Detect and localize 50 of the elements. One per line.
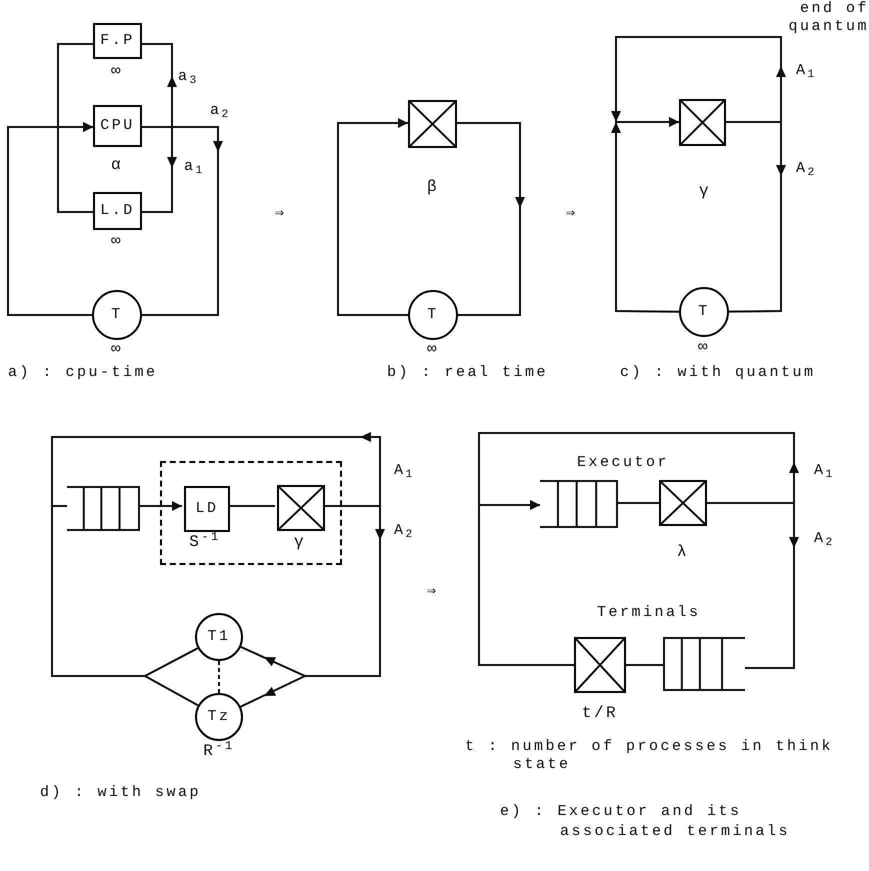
node-caption: λ [676, 543, 690, 561]
node-label: LD [195, 498, 218, 519]
queue-drawing [540, 480, 618, 528]
note-text: end of quantum [787, 0, 869, 36]
edge-label: A$_{1}$ [796, 62, 817, 80]
node-label: Tz [207, 706, 230, 727]
node-caption: ∞ [110, 340, 124, 358]
server-box [277, 485, 325, 531]
edge-label: A$_{1}$ [814, 462, 835, 480]
process-box [184, 486, 230, 532]
node-label: T [111, 304, 123, 325]
node-caption: ∞ [698, 338, 710, 356]
node-caption: ∞ [110, 62, 124, 80]
caption: a) : cpu-time [8, 363, 158, 383]
node-label: T1 [207, 626, 230, 647]
group-title: Executor [577, 453, 670, 473]
transition-arrow: ⇒ [566, 204, 578, 224]
node-label: L.D [100, 200, 135, 221]
node-caption: t/R [582, 704, 618, 722]
node-caption: α [110, 156, 124, 174]
server-box [408, 100, 457, 148]
node-label: T [427, 304, 439, 325]
queue-drawing [67, 486, 140, 531]
node-label: T [698, 302, 710, 322]
server-box [659, 480, 707, 526]
node-caption: γ [698, 182, 712, 200]
node-label: F.P [100, 30, 135, 51]
node-caption: ∞ [426, 340, 440, 358]
edge-label: A$_{1}$ [394, 462, 415, 480]
caption: e) : Executor and its associated terminals [500, 802, 792, 842]
process-box [93, 192, 142, 230]
queue-drawing [663, 637, 745, 691]
node-caption: β [426, 178, 440, 196]
process-box [93, 23, 142, 59]
process-box [93, 105, 142, 147]
caption: d) : with swap [40, 783, 202, 803]
node-caption: R$^{-1}$ [203, 742, 235, 760]
transition-arrow: ⇒ [427, 582, 439, 602]
node-label: CPU [100, 116, 135, 136]
group-title: Terminals [597, 603, 701, 623]
node-caption: ∞ [110, 232, 124, 250]
node-caption: S$^{-1}$ [189, 533, 221, 551]
transition-arrow: ⇒ [275, 204, 287, 224]
caption: b) : real time [387, 363, 548, 383]
caption: c) : with quantum [620, 363, 816, 383]
server-box [574, 637, 626, 693]
node-caption: γ [294, 533, 306, 551]
dashed-group-frame [160, 461, 342, 565]
note-text: t : number of processes in think state [465, 738, 834, 774]
server-box [679, 99, 726, 146]
